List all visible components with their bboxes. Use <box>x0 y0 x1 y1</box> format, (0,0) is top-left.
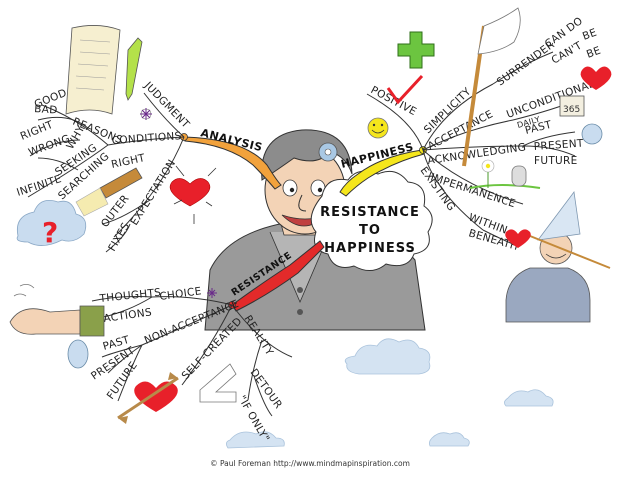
analysis-lines <box>27 92 185 253</box>
detour-arrow-icon <box>199 363 237 403</box>
grave-and-flower-icon <box>469 159 541 189</box>
sparkle-icon-small <box>207 288 217 298</box>
question-cloud-icon: ? <box>16 199 87 249</box>
node-bad: BAD <box>34 103 58 117</box>
heart-icon <box>580 66 612 90</box>
node-be1: BE <box>581 27 599 43</box>
smiley-icon <box>367 117 389 139</box>
green-plus-icon <box>397 31 435 69</box>
outstretched-hand-icon <box>9 284 105 337</box>
central-title-line2: TO <box>359 223 381 238</box>
heart-icon-small <box>505 229 531 248</box>
calendar-days: 365 <box>563 105 580 115</box>
clock-icon <box>581 123 603 145</box>
central-title-line3: HAPPINESS <box>324 241 416 256</box>
meditating-man-icon <box>505 190 611 323</box>
pierced-heart-icon <box>117 372 179 424</box>
node-present: PRESENT <box>533 138 584 153</box>
node-conditions: CONDITIONS <box>111 130 182 147</box>
cloud-bottom <box>226 338 554 449</box>
analysis-branch <box>184 136 282 190</box>
node-infinite: INFINITE <box>15 173 63 199</box>
credit-line: © Paul Foreman http://www.mindmapinspira… <box>210 459 410 468</box>
resistance-lines <box>91 296 293 417</box>
checkmark-icon <box>386 74 424 105</box>
node-actions: ACTIONS <box>103 306 153 325</box>
node-thoughts: THOUGHTS <box>98 287 162 305</box>
scroll-and-pen-icon <box>65 25 143 115</box>
node-judgment: JUDGMENT <box>141 79 192 131</box>
white-flag-icon <box>462 7 521 167</box>
node-future: FUTURE <box>534 155 578 167</box>
svg-text:?: ? <box>42 216 58 249</box>
node-right2: RIGHT <box>110 152 146 171</box>
central-title-line1: RESISTANCE <box>320 205 420 220</box>
flashlight-icon <box>75 167 143 217</box>
node-choice: CHOICE <box>159 285 203 303</box>
resistance-branch <box>231 240 325 312</box>
happiness-branch <box>339 149 425 197</box>
calendar-icon: 365 <box>559 95 585 117</box>
mirror-icon <box>67 339 89 369</box>
node-be2: BE <box>585 45 603 61</box>
flower-icon <box>318 142 338 162</box>
sparkle-icon <box>140 108 152 120</box>
heart-arrows-icon <box>169 165 217 224</box>
